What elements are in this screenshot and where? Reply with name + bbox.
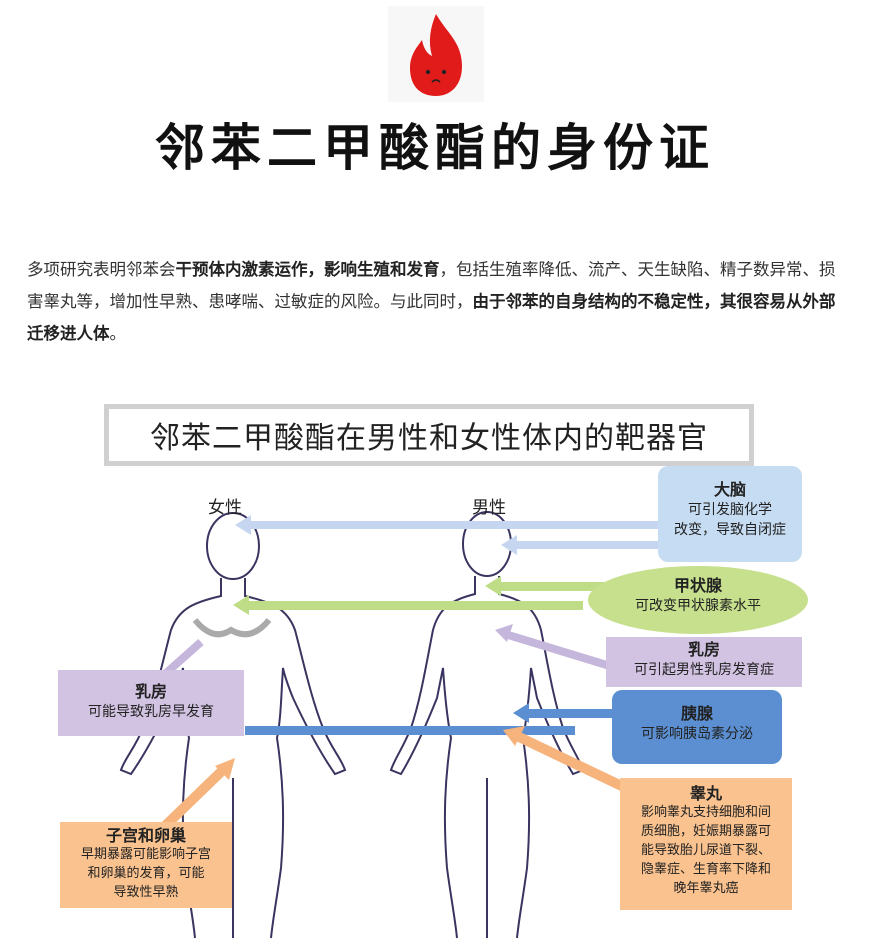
- figure-title: 邻苯二甲酸酯在男性和女性体内的靶器官: [104, 404, 754, 466]
- pancreas-title: 胰腺: [680, 704, 713, 723]
- intro-text-3: 。: [109, 324, 127, 343]
- female-label: 女性: [208, 498, 242, 518]
- uterus-line-2: 和卵巢的发育，可能: [87, 866, 205, 881]
- male-breast-text: 可引起男性乳房发育症: [634, 662, 774, 678]
- page-title: 邻苯二甲酸酯的身份证: [155, 119, 715, 177]
- uterus-arrow: [161, 758, 235, 830]
- intro-bold-2: 由于邻苯的自身结构的不稳定性，其很容易从外部迁移进人体: [27, 292, 836, 343]
- pancreas-box: 胰腺 可影响胰岛素分泌: [612, 690, 782, 764]
- female-breast-text: 可能导致乳房早发育: [88, 704, 214, 720]
- testis-box: 睾丸 影响睾丸支持细胞和间 质细胞，妊娠期暴露可 能导致胎儿尿道下裂、 隐睾症、…: [620, 778, 792, 910]
- uterus-box: 子宫和卵巢 早期暴露可能影响子宫 和卵巢的发育，可能 导致性早熟: [60, 822, 232, 908]
- male-label: 男性: [472, 498, 506, 518]
- thyroid-title: 甲状腺: [673, 576, 722, 595]
- target-organs-diagram: [119, 511, 665, 939]
- testis-line-1: 影响睾丸支持细胞和间: [640, 805, 771, 820]
- pancreas-text: 可影响胰岛素分泌: [641, 726, 753, 742]
- uterus-title: 子宫和卵巢: [105, 826, 186, 845]
- testis-line-4: 隐睾症、生育率下降和: [640, 862, 771, 877]
- brain-title: 大脑: [713, 480, 746, 499]
- intro-bold-1: 干预体内激素运作，影响生殖和发育: [175, 260, 440, 279]
- pancreas-arrows: [245, 703, 617, 735]
- male-breast-title: 乳房: [687, 640, 720, 659]
- brain-text-1: 可引发脑化学: [688, 502, 772, 518]
- testis-title: 睾丸: [689, 784, 722, 803]
- female-breast-title: 乳房: [134, 682, 167, 701]
- testis-line-5: 晚年睾丸癌: [673, 881, 739, 896]
- brain-arrows: [235, 515, 665, 555]
- male-breast-box: 乳房 可引起男性乳房发育症: [606, 637, 802, 687]
- uterus-line-3: 导致性早熟: [113, 885, 179, 900]
- brain-text-2: 改变，导致自闭症: [674, 522, 786, 538]
- testis-line-3: 能导致胎儿尿道下裂、: [640, 843, 771, 858]
- thyroid-text: 可改变甲状腺素水平: [635, 598, 761, 614]
- flame-mascot-icon: [388, 6, 484, 102]
- thyroid-box: 甲状腺 可改变甲状腺素水平: [588, 566, 808, 634]
- female-breast-box: 乳房 可能导致乳房早发育: [58, 670, 244, 736]
- testis-arrow: [503, 726, 633, 795]
- intro-paragraph: 多项研究表明邻苯会干预体内激素运作，影响生殖和发育，包括生殖率降低、流产、天生缺…: [27, 254, 847, 350]
- uterus-line-1: 早期暴露可能影响子宫: [80, 847, 211, 862]
- testis-line-2: 质细胞，妊娠期暴露可: [640, 824, 771, 839]
- male-breast-arrow: [495, 624, 612, 670]
- male-body-outline: [389, 511, 585, 939]
- female-breast-arrow: [162, 639, 204, 677]
- intro-text-1: 多项研究表明邻苯会: [27, 260, 176, 279]
- thyroid-arrows: [233, 576, 615, 615]
- intro-text-2: ，包括生殖率降低、流产、天生缺陷、精子数异常、损害睾丸等，增加性早熟、患哮喘、过…: [27, 260, 836, 311]
- brain-box: 大脑 可引发脑化学 改变，导致自闭症: [658, 466, 802, 562]
